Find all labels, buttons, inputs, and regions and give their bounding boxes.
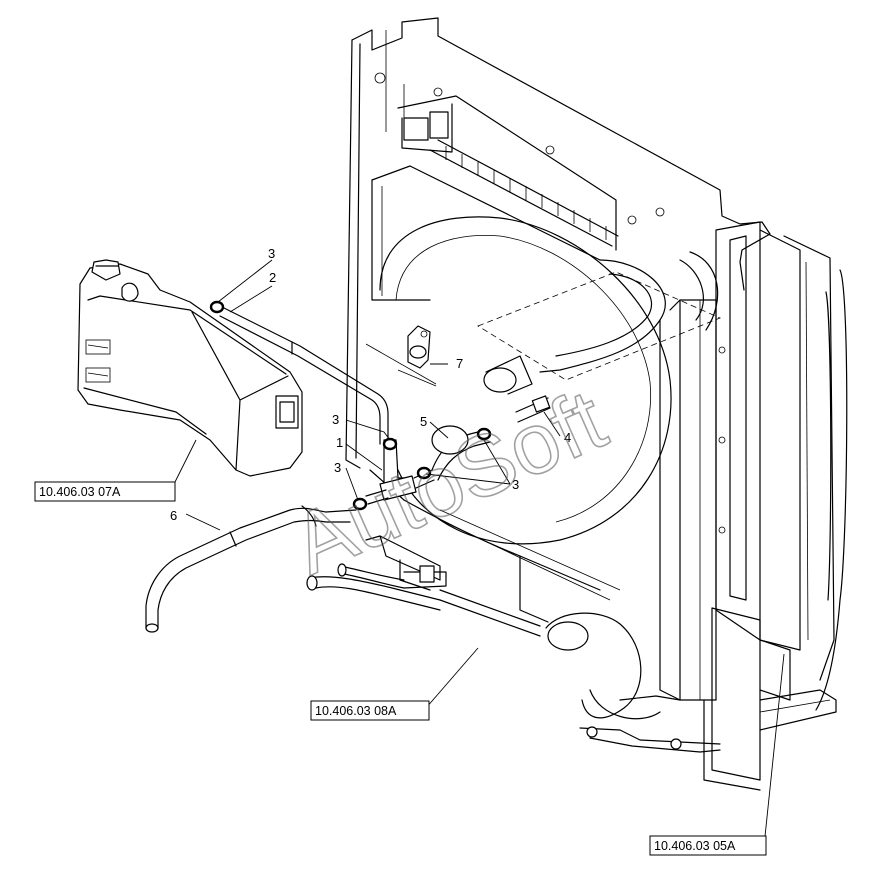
svg-text:10.406.03 05A: 10.406.03 05A [654,839,736,853]
svg-text:10.406.03 08A: 10.406.03 08A [315,704,397,718]
clip-7 [407,325,431,369]
radiator-frame [306,17,848,791]
guide-lines [365,343,437,387]
watermark: AutoSoft [279,371,620,593]
hose-5 [431,425,491,481]
callout-1: 1 [336,435,343,450]
tee-fitting-1 [365,439,435,505]
callout-7: 7 [456,356,463,371]
reference-07A[interactable]: 10.406.03 07A [34,481,176,502]
reference-08A[interactable]: 10.406.03 08A [310,700,430,721]
callout-6: 6 [170,508,177,523]
expansion-tank [77,259,303,477]
callout-3: 3 [332,412,339,427]
reference-labels: 10.406.03 07A 10.406.03 08A 10.406.03 05… [34,481,767,856]
callout-3: 3 [268,246,275,261]
svg-text:10.406.03 07A: 10.406.03 07A [39,485,121,499]
connector-4 [515,395,551,423]
reference-05A[interactable]: 10.406.03 05A [649,835,767,856]
callout-4: 4 [564,430,571,445]
callout-3: 3 [512,477,519,492]
clamps-3 [209,300,492,511]
hose-6 [145,505,357,633]
callout-3: 3 [334,460,341,475]
callout-2: 2 [269,270,276,285]
leader-lines [173,259,785,847]
callout-5: 5 [420,414,427,429]
callout-numbers: 1 2 3 3 3 3 4 5 6 7 [170,246,571,523]
hose-2 [219,305,389,445]
